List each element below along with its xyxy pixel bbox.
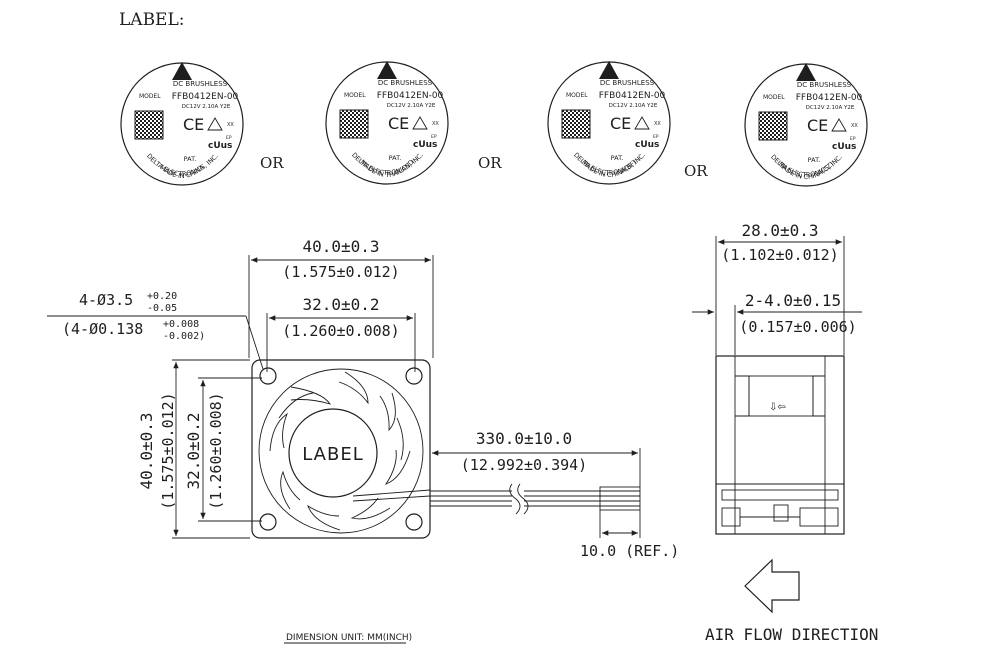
- label-rating: DC12V 2.10A Y2E: [387, 103, 436, 109]
- lead-wires: [430, 483, 641, 515]
- delta-logo-icon: [599, 61, 619, 79]
- qr-code-icon: [134, 110, 164, 140]
- rotation-arrow-icon: ⇩⇦: [769, 402, 786, 413]
- qr-code-icon: [339, 109, 369, 139]
- overall-width-in: (1.575±0.012): [282, 263, 399, 281]
- fan-bore: [258, 368, 424, 534]
- label-origin: MADE IN CHINA(BF): [580, 158, 638, 179]
- lead-length-mm: 330.0±10.0: [476, 429, 572, 448]
- airflow-arrow-icon: [744, 558, 800, 614]
- label-model: FFB0412EN-00: [377, 91, 444, 101]
- delta-logo-icon: [172, 62, 192, 80]
- strip-length: 10.0 (REF.): [580, 542, 679, 560]
- label-ep: EP: [431, 134, 437, 140]
- hole-pitch-mm: 32.0±0.2: [302, 295, 379, 314]
- mounting-hole: [405, 513, 423, 531]
- label-line1: DC BRUSHLESS: [600, 79, 655, 87]
- hub-label: LABEL: [302, 444, 364, 465]
- label-xx: XX: [851, 123, 858, 129]
- label-ep: EP: [226, 135, 232, 141]
- label-variant-3: DC BRUSHLESS MODEL FFB0412EN-00 DC12V 2.…: [547, 61, 671, 185]
- depth-in: (1.102±0.012): [721, 246, 838, 264]
- side-frame: [715, 355, 845, 535]
- flange-mm: 2-4.0±0.15: [745, 291, 841, 310]
- or-separator-1: OR: [260, 154, 284, 172]
- or-separator-3: OR: [684, 162, 708, 180]
- warning-triangle-icon: [831, 118, 847, 132]
- fan-frame: [251, 359, 431, 539]
- label-line1: DC BRUSHLESS: [797, 81, 852, 89]
- ul-mark-icon: cUus: [635, 140, 659, 150]
- warning-triangle-icon: [207, 117, 223, 131]
- hole-tol-mm-upper: +0.20: [147, 291, 177, 302]
- or-separator-2: OR: [478, 154, 502, 172]
- warning-triangle-icon: [412, 116, 428, 130]
- label-variant-2: DC BRUSHLESS MODEL FFB0412EN-00 DC12V 2.…: [325, 61, 449, 185]
- mounting-hole: [259, 367, 277, 385]
- delta-logo-icon: [796, 63, 816, 81]
- hole-tol-in-upper: +0.008: [163, 319, 199, 330]
- qr-code-icon: [561, 109, 591, 139]
- label-rating: DC12V 2.10A Y2E: [806, 105, 855, 111]
- label-line1: DC BRUSHLESS: [173, 80, 228, 88]
- mounting-hole: [405, 367, 423, 385]
- hole-pitch-in: (1.260±0.008): [282, 322, 399, 340]
- ce-mark: CE: [807, 116, 828, 135]
- ce-mark: CE: [183, 115, 204, 134]
- label-model-prefix: MODEL: [763, 94, 785, 101]
- ul-mark-icon: cUus: [208, 141, 232, 151]
- airflow-direction-label: AIR FLOW DIRECTION: [705, 625, 878, 644]
- label-model: FFB0412EN-00: [172, 92, 239, 102]
- label-pat: PAT.: [389, 154, 402, 162]
- label-line1: DC BRUSHLESS: [378, 79, 433, 87]
- label-model-prefix: MODEL: [344, 92, 366, 99]
- hole-tol-mm-lower: -0.05: [147, 303, 177, 314]
- front-view: 40.0±0.3 (1.575±0.012) 32.0±0.2 (1.260±0…: [47, 237, 679, 560]
- label-xx: XX: [654, 121, 661, 127]
- ce-mark: CE: [610, 114, 631, 133]
- label-xx: XX: [227, 122, 234, 128]
- mounting-hole: [259, 513, 277, 531]
- ul-mark-icon: cUus: [413, 140, 437, 150]
- label-section-title: LABEL:: [119, 10, 185, 30]
- label-rating: DC12V 2.10A Y2E: [182, 104, 231, 110]
- lead-length-in: (12.992±0.394): [461, 456, 587, 474]
- fan-blades: [269, 371, 411, 531]
- label-pat: PAT.: [184, 155, 197, 163]
- delta-logo-icon: [377, 61, 397, 79]
- flange-in: (0.157±0.006): [739, 318, 856, 336]
- overall-height-in: (1.575±0.012): [159, 392, 177, 509]
- label-pat: PAT.: [611, 154, 624, 162]
- overall-height-mm: 40.0±0.3: [137, 412, 156, 489]
- label-model-prefix: MODEL: [139, 93, 161, 100]
- label-xx: XX: [432, 121, 439, 127]
- overall-width-mm: 40.0±0.3: [302, 237, 379, 256]
- qr-code-icon: [758, 111, 788, 141]
- label-ep: EP: [653, 134, 659, 140]
- label-model: FFB0412EN-00: [796, 93, 863, 103]
- dimension-unit-note: DIMENSION UNIT: MM(INCH): [286, 633, 412, 643]
- side-view: 28.0±0.3 (1.102±0.012) 2-4.0±0.15 (0.157…: [692, 221, 878, 644]
- hole-dia-in: (4-Ø0.138: [62, 320, 143, 338]
- label-variant-1: DC BRUSHLESS MODEL FFB0412EN-00 DC12V 2.…: [120, 62, 244, 186]
- hole-dia-mm: 4-Ø3.5: [79, 291, 133, 309]
- depth-mm: 28.0±0.3: [741, 221, 818, 240]
- ul-mark-icon: cUus: [832, 142, 856, 152]
- label-model: FFB0412EN-00: [599, 91, 666, 101]
- label-origin: MADE IN THAILAND: [359, 158, 416, 179]
- hole-pitch-v-in: (1.260±0.008): [207, 392, 225, 509]
- fan-hub: [288, 408, 378, 498]
- hole-pitch-v-mm: 32.0±0.2: [184, 412, 203, 489]
- label-model-prefix: MODEL: [566, 92, 588, 99]
- label-ep: EP: [850, 136, 856, 142]
- ce-mark: CE: [388, 114, 409, 133]
- label-variant-4: DC BRUSHLESS MODEL FFB0412EN-00 DC12V 2.…: [744, 63, 868, 187]
- warning-triangle-icon: [634, 116, 650, 130]
- hole-tol-in-lower: -0.002): [163, 331, 205, 342]
- label-pat: PAT.: [808, 156, 821, 164]
- label-rating: DC12V 2.10A Y2E: [609, 103, 658, 109]
